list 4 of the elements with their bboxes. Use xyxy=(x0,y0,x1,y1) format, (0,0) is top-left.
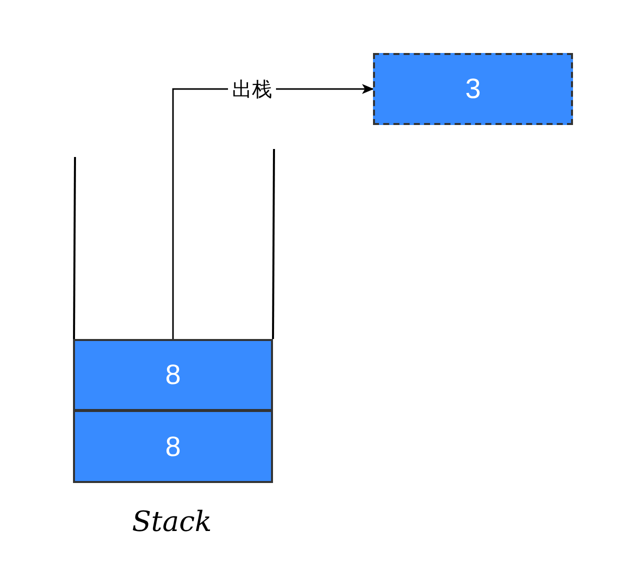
stack-element-box: 8 xyxy=(73,339,273,411)
stack-element-box: 8 xyxy=(73,410,273,483)
arrow xyxy=(172,84,374,339)
popped-element-box: 3 xyxy=(373,53,573,125)
